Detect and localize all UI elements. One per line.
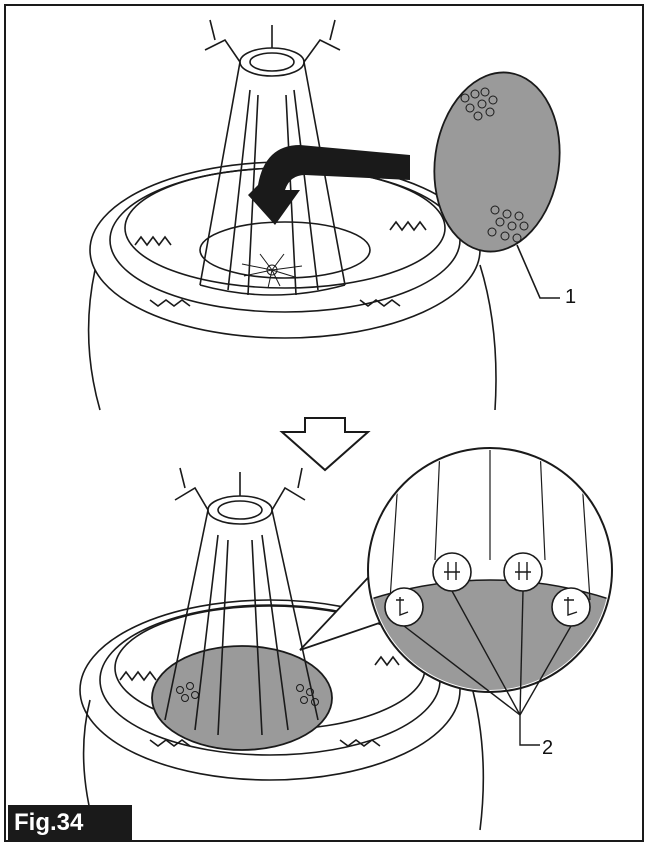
filter-disc-icon bbox=[433, 71, 561, 253]
figure-label: Fig.34 bbox=[8, 805, 132, 840]
bottom-cage bbox=[164, 467, 319, 736]
down-arrow-icon bbox=[279, 417, 371, 472]
figure-border bbox=[4, 4, 644, 842]
callout-1: 1 bbox=[565, 286, 577, 308]
leader-lines-2 bbox=[403, 590, 572, 746]
magnifier-detail-icon bbox=[299, 447, 613, 693]
top-assembly bbox=[87, 19, 497, 411]
callout-2: 2 bbox=[542, 737, 554, 759]
leader-line-1 bbox=[516, 244, 560, 299]
bottom-assembly bbox=[79, 467, 485, 831]
top-starburst bbox=[241, 253, 303, 289]
top-housing-body bbox=[87, 264, 497, 411]
insert-arrow-icon bbox=[248, 145, 410, 225]
